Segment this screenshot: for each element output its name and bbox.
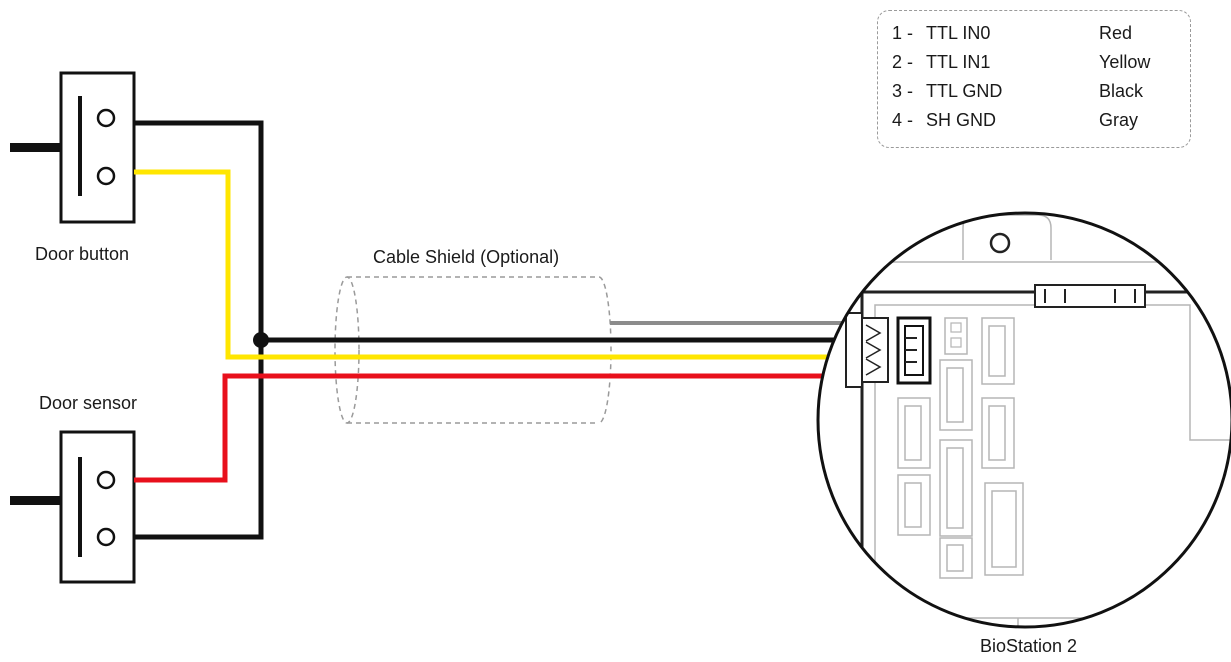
legend-pin: 1 - <box>892 23 914 43</box>
legend-color: Black <box>1099 81 1144 101</box>
legend-color: Gray <box>1099 110 1139 130</box>
legend-color: Yellow <box>1099 52 1151 72</box>
door-sensor-switch <box>10 430 136 584</box>
wires <box>134 120 848 540</box>
legend-signal: TTL IN1 <box>926 52 991 72</box>
cable-shield <box>334 276 612 424</box>
black-wire-sensor <box>134 340 264 540</box>
legend-signal: TTL GND <box>926 81 1003 101</box>
legend-color: Red <box>1099 23 1133 43</box>
legend-pin: 3 - <box>892 81 914 101</box>
cable-shield-label: Cable Shield (Optional) <box>373 247 560 267</box>
door-sensor-label: Door sensor <box>39 393 138 413</box>
legend-signal: SH GND <box>926 110 997 130</box>
legend-pin: 2 - <box>892 52 914 72</box>
yellow-wire <box>134 169 848 360</box>
junction-dot <box>253 332 269 348</box>
door-button-label: Door button <box>35 244 130 264</box>
biostation-lens <box>816 211 1231 629</box>
device-label: BioStation 2 <box>980 636 1078 656</box>
legend-pin: 4 - <box>892 110 914 130</box>
door-button-switch <box>10 71 136 224</box>
pin-legend: 1 - TTL IN0 Red 2 - TTL IN1 Yellow 3 - T… <box>877 10 1191 148</box>
red-wire <box>134 373 848 483</box>
black-wire-button <box>134 120 264 340</box>
legend-signal: TTL IN0 <box>926 23 991 43</box>
